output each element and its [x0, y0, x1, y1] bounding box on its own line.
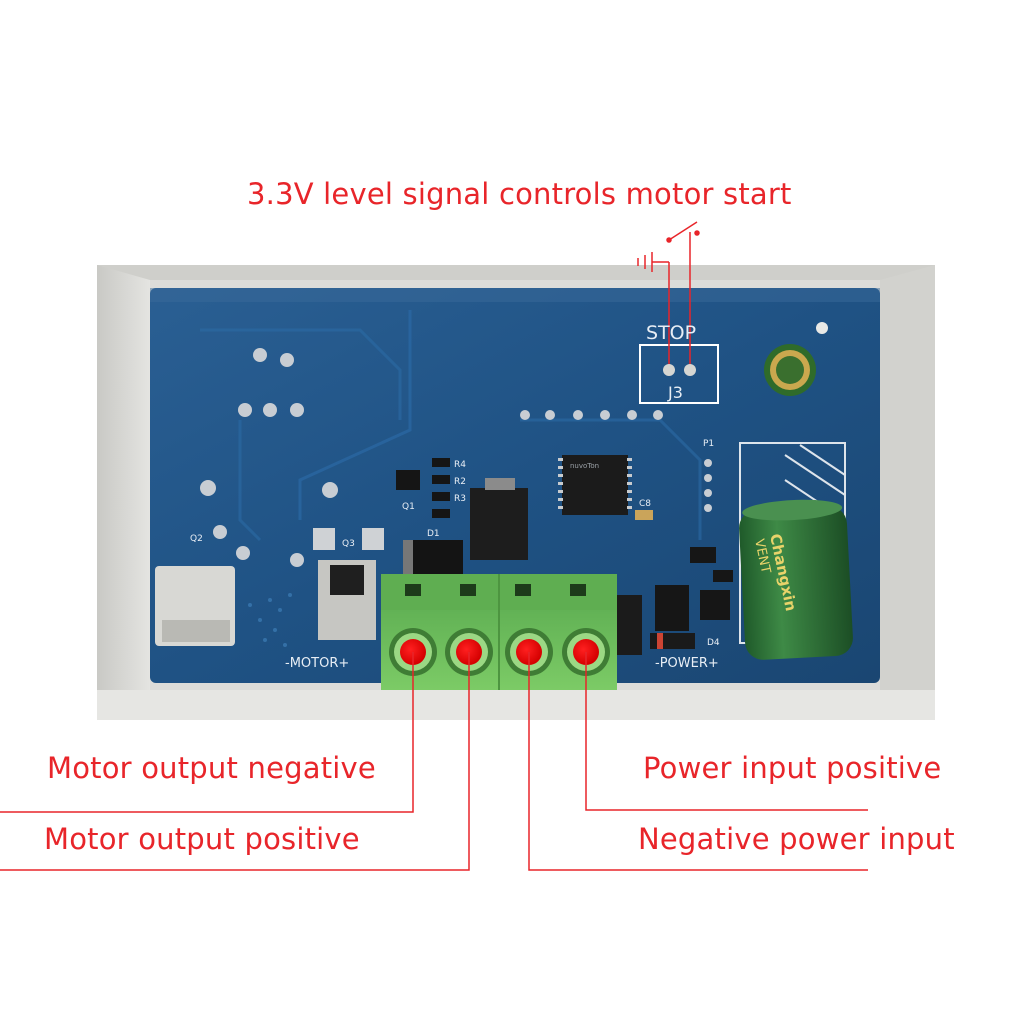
ref-d1: D1: [427, 529, 440, 539]
motor-label: -MOTOR+: [285, 656, 349, 671]
ref-c8: C8: [639, 499, 651, 509]
power-negative-annotation: Negative power input: [638, 822, 955, 856]
stop-label: STOP: [646, 322, 696, 344]
motor-positive-annotation: Motor output positive: [44, 822, 360, 856]
pcb-board: [150, 288, 880, 683]
top-annotation: 3.3V level signal controls motor start: [247, 177, 792, 211]
ref-q3: Q3: [342, 539, 355, 549]
power-label: -POWER+: [655, 656, 719, 671]
motor-negative-annotation: Motor output negative: [47, 751, 376, 785]
callout-lines: [0, 652, 868, 871]
ref-d4: D4: [707, 638, 720, 648]
ref-r2: R2: [454, 477, 466, 487]
capacitor-series: VENT: [751, 538, 773, 575]
jumper-label: J3: [667, 383, 683, 402]
terminal-block: [381, 574, 617, 690]
capacitor-changxin: [739, 499, 853, 660]
chip-brand: nuvoTon: [570, 462, 599, 470]
power-positive-annotation: Power input positive: [643, 751, 942, 785]
ref-q2: Q2: [190, 534, 203, 544]
ref-r4: R4: [454, 460, 466, 470]
ref-p1: P1: [703, 439, 714, 449]
ref-r3: R3: [454, 494, 466, 504]
ref-q1: Q1: [402, 502, 415, 512]
switch-symbol: [637, 221, 700, 364]
